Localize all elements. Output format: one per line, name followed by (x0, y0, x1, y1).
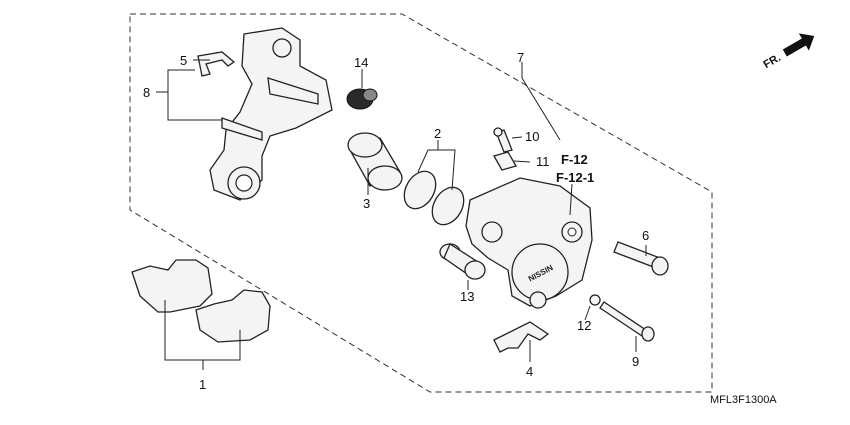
boot-seal (346, 88, 378, 110)
callout-1: 1 (199, 377, 206, 392)
front-direction-indicator: FR. (762, 33, 815, 71)
callout-11: 11 (536, 154, 550, 169)
caliper-bracket (209, 27, 333, 201)
callout-5: 5 (180, 53, 187, 68)
reference-label-primary: F-12 (561, 152, 588, 167)
callout-14: 14 (354, 55, 368, 70)
callout-3: 3 (363, 196, 370, 211)
callout-12: 12 (577, 318, 591, 333)
brake-pads (131, 259, 271, 343)
callout-8: 8 (143, 85, 150, 100)
caliper-body: NISSIN (465, 177, 593, 309)
callout-4: 4 (526, 364, 533, 379)
piston (347, 132, 403, 191)
callout-10: 10 (525, 129, 539, 144)
piston-seals (403, 170, 465, 226)
callout-9: 9 (632, 354, 639, 369)
callout-7: 7 (517, 50, 524, 65)
callout-2: 2 (434, 126, 441, 141)
callout-6: 6 (642, 228, 649, 243)
slide-pin (439, 243, 486, 280)
assembly-boundary (129, 13, 713, 393)
sealing-washer (589, 294, 601, 306)
reference-label-secondary: F-12-1 (556, 170, 594, 185)
bracket-retainer-clip (197, 51, 236, 77)
bleeder-screw (493, 127, 513, 153)
pad-pin (613, 241, 669, 276)
front-direction-label: FR. (762, 52, 783, 71)
bleeder-cap (493, 151, 517, 171)
front-arrow-icon (782, 33, 815, 57)
pad-spring (493, 321, 550, 353)
callout-13: 13 (460, 289, 474, 304)
diagram-code: MFL3F1300A (710, 394, 777, 406)
pin-bolt (599, 301, 655, 342)
